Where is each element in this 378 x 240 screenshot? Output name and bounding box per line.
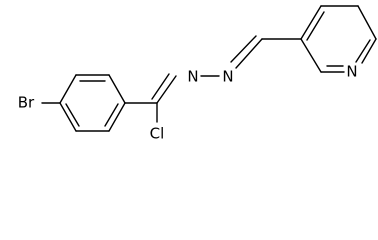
py-bond-4 <box>361 38 377 64</box>
atom-label-br: Br <box>18 94 35 112</box>
bond-c-n1-double <box>151 73 170 100</box>
py-bond-3 <box>357 5 377 40</box>
bond-n2-ch-double <box>230 35 257 63</box>
py-bond-6 <box>300 38 322 73</box>
py-bond-1 <box>300 5 322 40</box>
atom-label-n-azo-left: N <box>187 68 198 86</box>
ring-a-bond-4 <box>108 102 126 132</box>
bonds <box>41 5 377 132</box>
atom-label-cl: Cl <box>150 125 165 143</box>
atom-label-n-ring: N <box>346 63 357 81</box>
bond-n2-ch <box>235 38 263 69</box>
atom-label-n-azo-right: N <box>222 68 233 86</box>
py-inner-2 <box>355 39 371 63</box>
ring-a-inner-2 <box>104 103 119 127</box>
py-inner-1 <box>306 11 325 41</box>
ring-a-bond-3 <box>108 74 126 104</box>
bond-c-n1 <box>156 75 177 104</box>
ring-a-bond-6 <box>59 102 77 132</box>
ring-a-inner-3 <box>65 103 80 127</box>
ring-a-bond-1 <box>59 74 77 104</box>
